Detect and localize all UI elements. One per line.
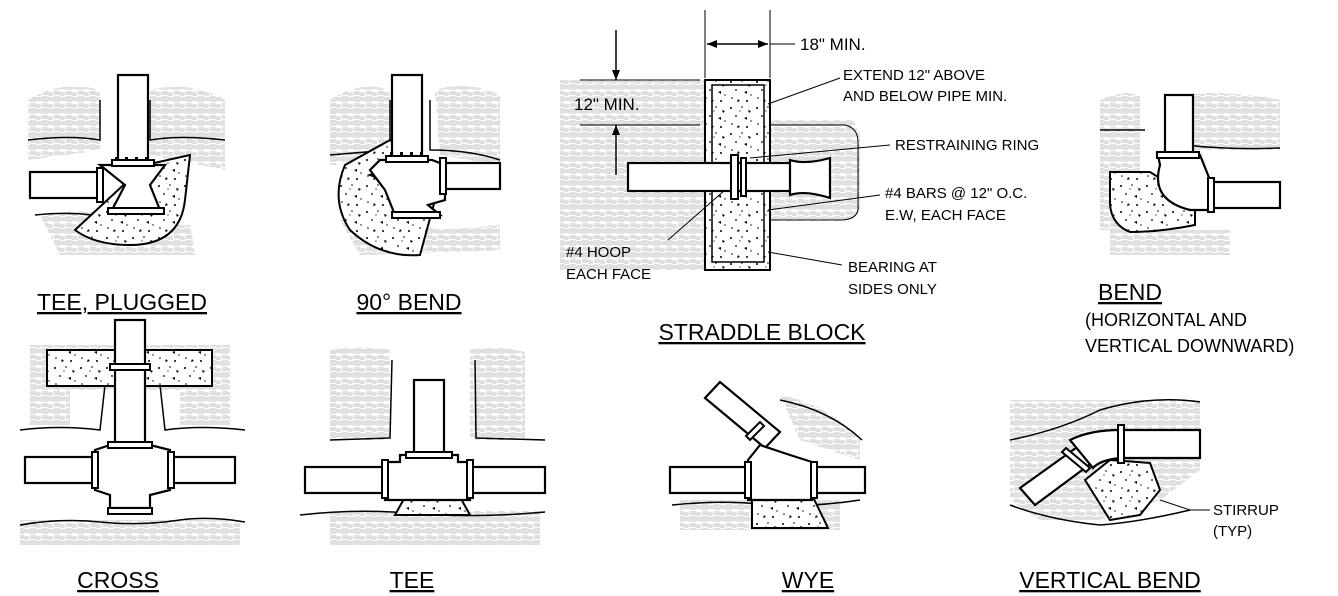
note-stirrup-1: STIRRUP <box>1213 502 1279 519</box>
detail-90-bend: 90° BEND <box>329 73 502 315</box>
cross-title: CROSS <box>77 567 159 593</box>
note-bearing-1: BEARING AT <box>848 259 937 276</box>
bend-subtitle-1: (HORIZONTAL AND <box>1085 310 1247 330</box>
detail-vertical-bend: STIRRUP (TYP) VERTICAL BEND <box>1009 399 1279 593</box>
wye-title: WYE <box>782 567 834 593</box>
vertical-bend-title: VERTICAL BEND <box>1019 567 1201 593</box>
detail-wye: WYE <box>668 380 867 593</box>
bend-90-title: 90° BEND <box>356 289 461 315</box>
note-hoop-2: EACH FACE <box>566 266 651 283</box>
note-stirrup-2: (TYP) <box>1213 523 1252 540</box>
note-restraining-ring: RESTRAINING RING <box>895 137 1039 154</box>
note-extend-1: EXTEND 12" ABOVE <box>843 67 985 84</box>
detail-bend: BEND (HORIZONTAL AND VERTICAL DOWNWARD) <box>1085 93 1294 356</box>
note-bars-1: #4 BARS @ 12" O.C. <box>885 185 1027 202</box>
note-bars-2: E.W, EACH FACE <box>885 207 1006 224</box>
bend-subtitle-2: VERTICAL DOWNWARD) <box>1085 336 1294 356</box>
note-hoop-1: #4 HOOP <box>566 244 631 261</box>
detail-tee-plugged: TEE, PLUGGED <box>27 73 226 315</box>
straddle-width-dimension: 18" MIN. <box>800 35 866 54</box>
tee-title: TEE <box>390 567 435 593</box>
note-bearing-2: SIDES ONLY <box>848 281 937 298</box>
tee-plugged-title: TEE, PLUGGED <box>37 289 207 315</box>
straddle-block-title: STRADDLE BLOCK <box>658 319 866 345</box>
detail-cross: CROSS <box>19 318 246 593</box>
bend-title: BEND <box>1098 279 1162 305</box>
straddle-height-dimension: 12" MIN. <box>574 95 640 114</box>
detail-tee: TEE <box>299 347 547 593</box>
note-extend-2: AND BELOW PIPE MIN. <box>843 88 1007 105</box>
detail-straddle-block: 18" MIN. 12" MIN. EXTEND 12" ABOVE AND B… <box>560 10 1039 345</box>
